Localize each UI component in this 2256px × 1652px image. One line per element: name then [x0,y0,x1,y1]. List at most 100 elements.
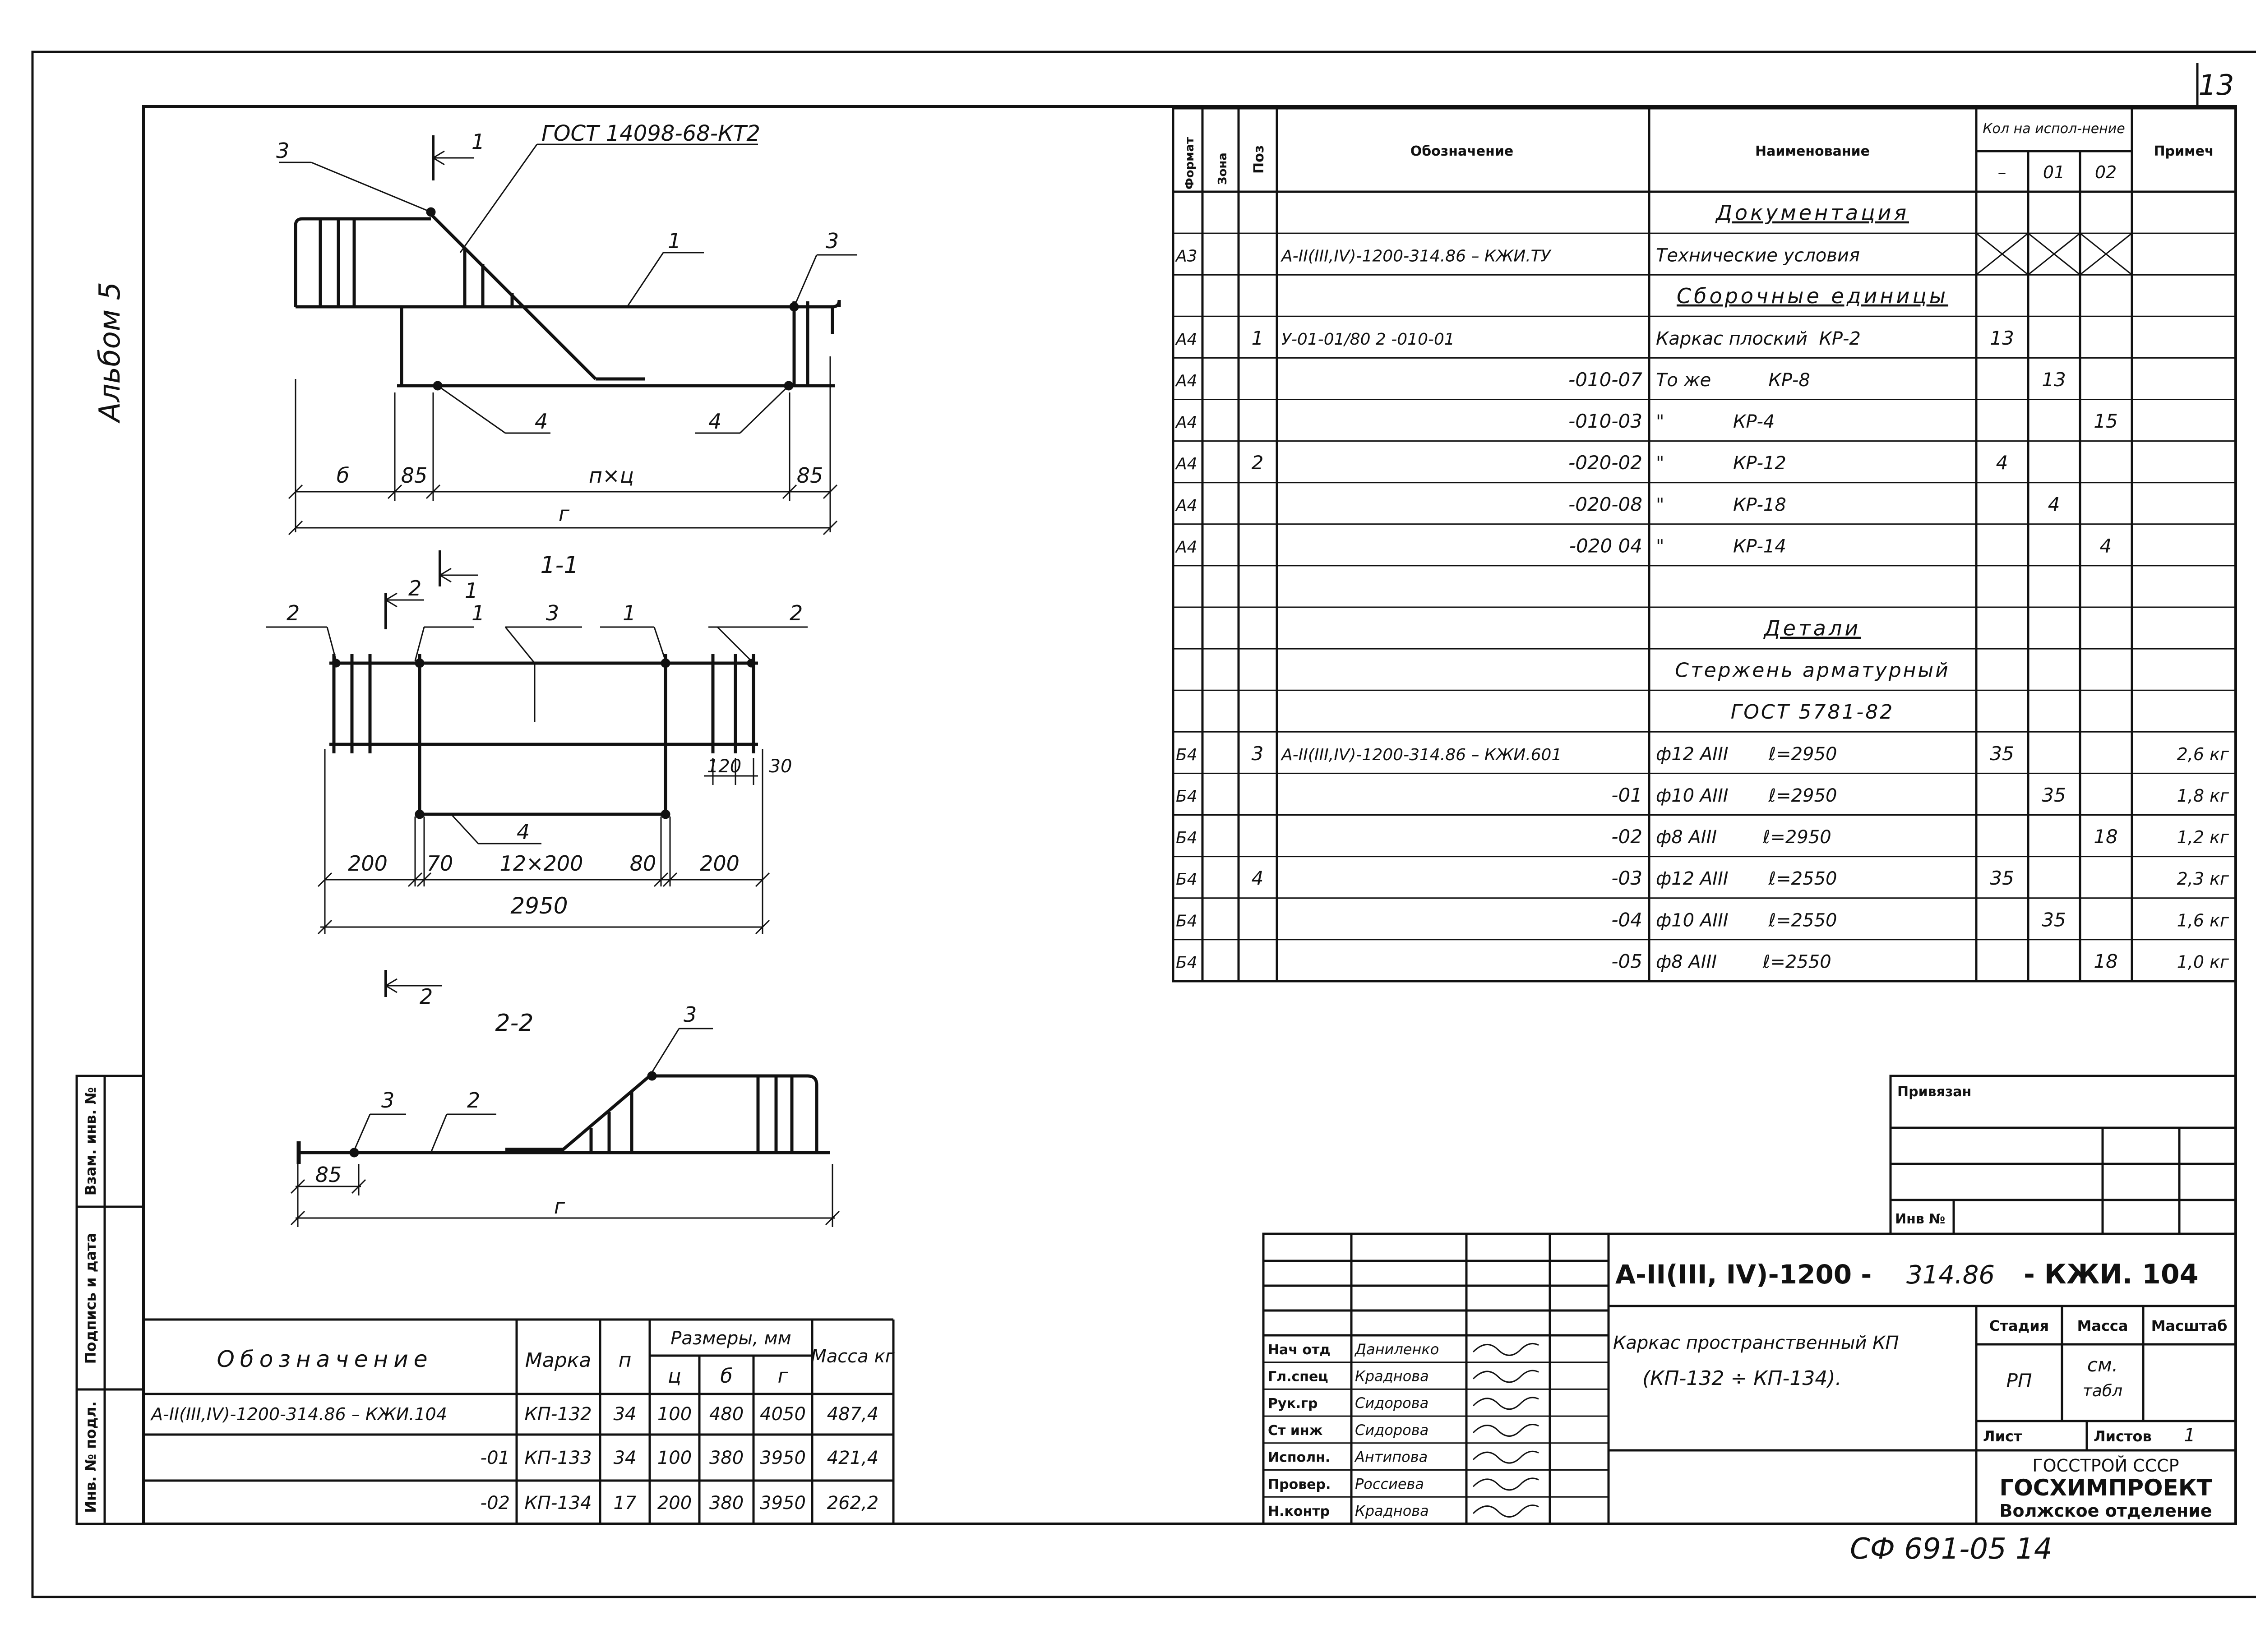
dim-b: б [337,463,349,488]
dim-85a: 85 [401,463,428,488]
tb-stage-label: Стадия [1989,1317,2049,1334]
s11-dim-2950: 2950 [510,893,568,919]
marks-cell-c: 200 [657,1493,692,1514]
spec-cell-designation: -04 [1611,909,1642,931]
section-2-2-labels: 2 2-2 3 3 2 85 г [315,984,697,1218]
spec-cell-qty-3: 15 [2094,410,2117,432]
spec-header-q2: 01 [2043,162,2065,182]
spec-header-name: Наименование [1755,143,1870,159]
spec-cell-qty-2: 4 [2048,493,2060,515]
s11-dim-200b: 200 [700,851,740,876]
s11-callout-1a: 1 [472,601,485,625]
spec-cell-designation: -01 [1611,784,1642,806]
section-1-1-drawing [329,654,758,817]
spec-cell-pos: 2 [1252,452,1264,474]
spec-header-q1: – [1998,162,2006,182]
marks-table: Обозначение Марка п Размеры, мм ц б г Ма… [143,1318,895,1524]
bottom-code: СФ 691-05 14 [1850,1532,2053,1566]
spec-cell-name: Каркас плоский КР-2 [1656,328,1861,349]
marks-cell-mark: КП-133 [524,1448,592,1468]
spec-cell-designation: А-II(III,IV)-1200-314.86 – КЖИ.601 [1281,746,1562,764]
marks-cell-g: 3950 [760,1448,806,1468]
spec-cell-designation: А-II(III,IV)-1200-314.86 – КЖИ.ТУ [1281,247,1552,266]
callout-3b: 3 [826,229,839,253]
section-1-1-labels: 2 1 1-1 2 1 3 1 2 4 120 30 12×200 200 70… [287,552,803,919]
spec-cell-name: Документация [1715,201,1909,225]
marks-cell-b: 380 [709,1448,744,1468]
s11-dim-200a: 200 [348,851,388,876]
signer-role: Рук.гр [1268,1396,1318,1412]
spec-cell-name: ф10 АIII ℓ=2950 [1656,785,1837,806]
spec-cell-note: 1,0 кг [2177,952,2229,972]
marks-cell-g: 4050 [760,1404,806,1425]
spec-cell-designation: -02 [1611,826,1642,848]
spec-cell-format: Б4 [1176,746,1197,764]
spec-cell-name: ф10 АIII ℓ=2550 [1656,910,1837,931]
spec-header-note: Примеч [2154,143,2214,159]
section-1-1-annotations [266,550,808,935]
tb-title-line2: (КП-132 ÷ КП-134). [1642,1367,1842,1390]
marks-cell-mark: КП-132 [524,1404,592,1425]
spec-cell-note: 1,8 кг [2177,786,2229,806]
gost-label: ГОСТ 14098-68-КТ2 [541,121,760,146]
signature-mark [1472,1397,1539,1410]
spec-cell-format: Б4 [1176,912,1197,930]
spec-cell-note: 2,3 кг [2177,869,2229,889]
s11-dim-70: 70 [427,851,453,876]
side-stamp: Взам. инв. № Подпись и дата Инв. № подл. [75,1075,145,1525]
signature-mark [1472,1477,1539,1491]
marks-cell-g: 3950 [760,1493,806,1514]
marks-cell-c: 100 [657,1404,692,1425]
s22-callout-2: 2 [467,1088,480,1112]
spec-header-qty: Кол на испол-нение [1983,121,2125,137]
spec-cell-name: Детали [1763,616,1861,641]
spec-cell-name: То же КР-8 [1656,370,1810,391]
spec-cell-name: " КР-4 [1656,411,1775,432]
spec-cell-format: А4 [1175,496,1197,515]
tb-mass-value-1: см. [2087,1354,2118,1376]
signature-mark [1472,1343,1539,1356]
signer-role: Гл.спец [1268,1369,1328,1384]
spec-header-format: Формат [1183,137,1197,189]
signer-name: Россиева [1355,1475,1424,1492]
spec-cell-format: А4 [1175,538,1197,556]
signature-mark [1472,1504,1539,1518]
signer-name: Антипова [1354,1449,1428,1466]
spec-cell-name: ф12 АIII ℓ=2950 [1656,744,1837,765]
spec-cell-qty-1: 13 [1990,327,2014,349]
marks-cell-n: 17 [614,1493,637,1514]
spec-cell-pos: 4 [1252,867,1264,889]
tb-code-suffix: - КЖИ. 104 [2024,1259,2198,1290]
spec-cell-name: ГОСТ 5781-82 [1731,701,1895,724]
spec-cell-qty-1: 4 [1996,452,2008,474]
spec-cell-qty-1: 35 [1990,867,2014,889]
spec-cell-format: Б4 [1176,787,1197,806]
spec-cell-designation: -05 [1611,950,1642,972]
callout-4a: 4 [535,409,548,434]
signer-name: Даниленко [1354,1341,1439,1358]
top-view-drawing [294,213,841,388]
spec-cell-qty-3: 18 [2094,826,2117,848]
marks-header-b: б [720,1365,732,1388]
spec-cell-name: " КР-14 [1656,536,1786,557]
dim-nxc: п×ц [589,463,634,488]
section-2-2-drawing [296,1074,830,1164]
tb-scale-label: Масштаб [2151,1317,2228,1334]
tb-sheets-label: Листов [2094,1428,2152,1445]
binding-inv: Инв № [1895,1211,1945,1227]
spec-cell-qty-3: 4 [2100,535,2112,557]
spec-cell-note: 1,2 кг [2177,827,2229,847]
spec-cell-qty-2: 35 [2042,909,2066,931]
tb-org-1: ГОССТРОЙ СССР [2032,1456,2179,1476]
spec-cell-name: " КР-18 [1656,494,1786,515]
signer-name: Краднова [1355,1502,1429,1519]
signer-name: Краднова [1355,1367,1429,1384]
marks-header-c: ц [668,1365,681,1388]
marks-header-designation: Обозначение [217,1346,433,1372]
s22-dim-g: г [554,1194,565,1218]
tb-code-main: А-II(III, IV)-1200 - [1615,1259,1872,1290]
signer-name: Сидорова [1355,1394,1428,1412]
tb-title-line1: Каркас пространственный КП [1613,1333,1899,1353]
spec-cell-name: ф8 АIII ℓ=2550 [1656,951,1831,972]
tb-stage-value: РП [2006,1370,2032,1392]
